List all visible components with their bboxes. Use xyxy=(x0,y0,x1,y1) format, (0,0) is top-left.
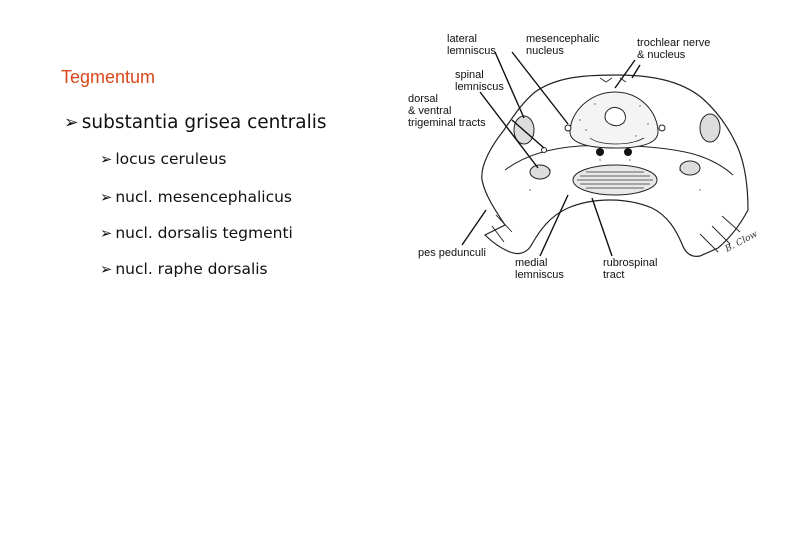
arrow-bullet-icon: ➢ xyxy=(100,189,113,206)
label-trochlear: trochlear nerve & nucleus xyxy=(637,37,713,61)
trochlear-nucleus-left xyxy=(596,148,604,156)
midbrain-cross-section-diagram: lateral lemniscus mesencephalic nucleus … xyxy=(408,33,760,281)
trochlear-nucleus-right xyxy=(624,148,632,156)
midbrain-outline xyxy=(481,74,749,257)
bullet-level2: ➢nucl. dorsalis tegmenti xyxy=(100,224,293,242)
bullet-text: locus ceruleus xyxy=(115,150,227,168)
leader-lines xyxy=(461,51,641,257)
label-rubrospinal-tract: rubrospinal tract xyxy=(603,257,660,281)
bullet-level2: ➢locus ceruleus xyxy=(100,150,226,168)
bullet-text: substantia grisea centralis xyxy=(81,112,327,133)
spinal-lemniscus-right xyxy=(679,160,701,176)
label-trigeminal-tracts: dorsal & ventral trigeminal tracts xyxy=(408,93,486,129)
label-spinal-lemniscus: spinal lemniscus xyxy=(455,69,504,93)
label-lateral-lemniscus: lateral lemniscus xyxy=(447,33,496,57)
arrow-bullet-icon: ➢ xyxy=(100,261,113,278)
aqueduct xyxy=(604,107,626,127)
bullet-level1: ➢substantia grisea centralis xyxy=(64,112,327,133)
red-nucleus-striations xyxy=(577,171,653,189)
label-medial-lemniscus: medial lemniscus xyxy=(515,257,564,281)
arrow-bullet-icon: ➢ xyxy=(100,225,113,242)
label-mesencephalic-nucleus: mesencephalic nucleus xyxy=(526,33,602,57)
trigeminal-tract-dot xyxy=(541,147,547,153)
bullet-level2: ➢nucl. raphe dorsalis xyxy=(100,260,268,278)
bullet-level2: ➢nucl. mesencephalicus xyxy=(100,188,292,206)
bullet-text: nucl. dorsalis tegmenti xyxy=(115,224,293,242)
arrow-bullet-icon: ➢ xyxy=(100,151,113,168)
label-pes-pedunculi: pes pedunculi xyxy=(418,247,486,259)
slide-title: Tegmentum xyxy=(61,67,156,87)
mesencephalic-nucleus-right xyxy=(658,124,666,132)
pes-fibers xyxy=(491,214,741,253)
arrow-bullet-icon: ➢ xyxy=(64,113,79,133)
mesencephalic-nucleus-left xyxy=(564,124,572,132)
spinal-lemniscus-left xyxy=(529,164,551,180)
periaqueductal-border xyxy=(589,137,645,145)
bullet-text: nucl. raphe dorsalis xyxy=(115,260,268,278)
lateral-tract-right xyxy=(699,113,721,143)
bullet-text: nucl. mesencephalicus xyxy=(115,188,292,206)
